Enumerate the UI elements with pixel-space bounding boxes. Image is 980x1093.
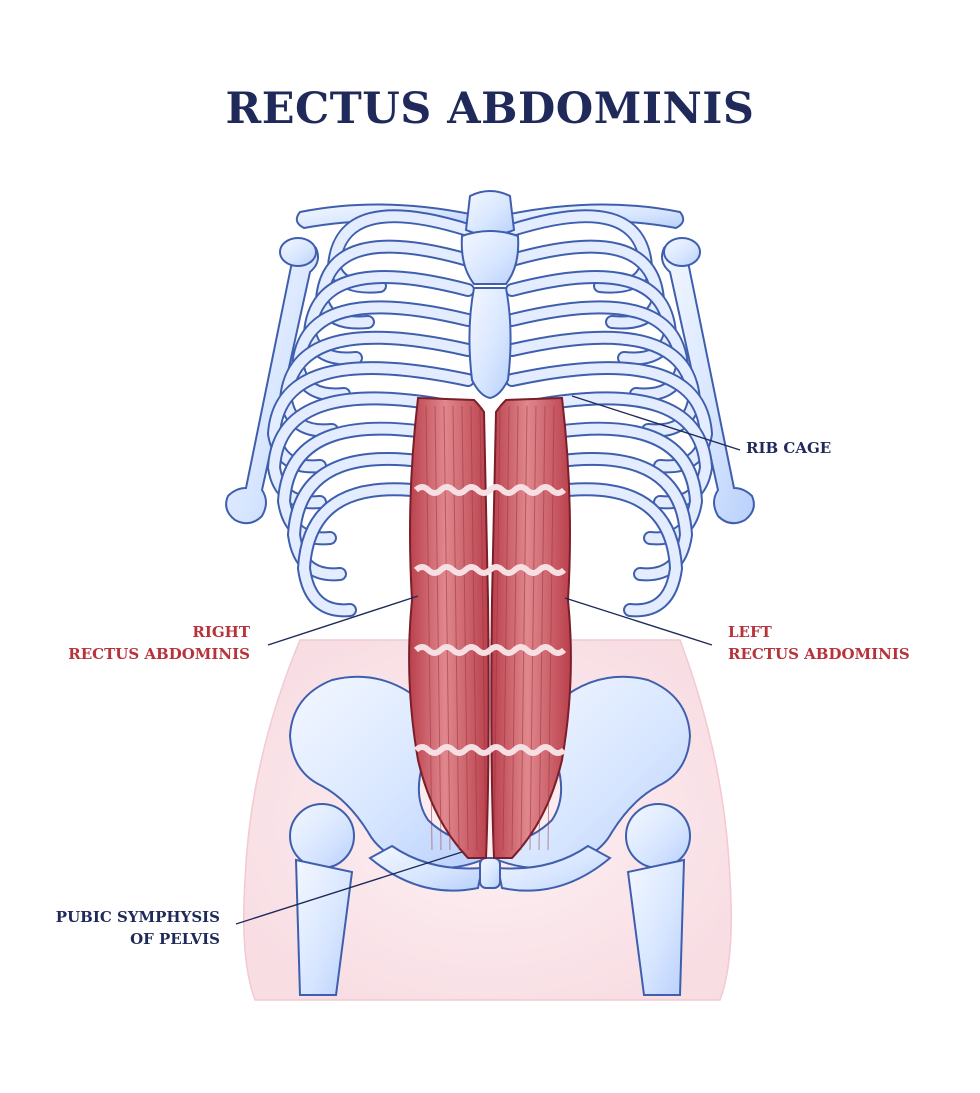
tendinous-intersection xyxy=(413,644,493,656)
rib-l-4-fill xyxy=(292,302,473,400)
muscle-fiber-line xyxy=(547,405,555,851)
rib-cage xyxy=(266,209,714,618)
muscle-fiber-line xyxy=(479,405,487,851)
tendinous-intersection xyxy=(413,564,493,576)
left-humerus xyxy=(225,237,319,525)
muscle-fibers xyxy=(425,405,555,851)
tendinous-intersection xyxy=(487,564,567,576)
muscle-fiber-line xyxy=(425,405,433,851)
rib-r-3-fill xyxy=(507,272,676,364)
tendinous-intersection xyxy=(487,644,567,656)
tendinous-intersections xyxy=(413,484,567,756)
left-rectus-label-line2: RECTUS ABDOMINIS xyxy=(728,645,910,663)
muscle-fiber-line xyxy=(538,405,546,851)
muscle-fiber-line xyxy=(461,405,469,851)
left-rectus-leader-line xyxy=(564,597,713,646)
right-rectus-leader-line xyxy=(267,595,419,646)
muscle-fiber-line xyxy=(493,405,501,851)
rib-r-5-fill xyxy=(507,332,700,436)
pubic-symphysis-label-line2: OF PELVIS xyxy=(130,930,220,948)
pubic-symphysis-label-line1: PUBIC SYMPHYSIS xyxy=(55,908,220,926)
muscle-fiber-line xyxy=(452,405,460,851)
rib-cage-label-text: RIB CAGE xyxy=(746,439,832,457)
tendinous-intersection xyxy=(413,484,493,496)
page-title: RECTUS ABDOMINIS xyxy=(225,84,755,134)
rib-r-4-fill xyxy=(507,302,688,400)
muscle-fiber-line xyxy=(443,405,451,851)
muscle-fiber-line xyxy=(529,405,537,851)
left-femur xyxy=(289,803,355,996)
pelvis xyxy=(288,675,692,892)
tendinous-intersection xyxy=(413,744,493,756)
left-rectus-label-line1: LEFT xyxy=(728,623,772,641)
rib-r-10-fill xyxy=(507,484,682,616)
left-rectus-abdominis-muscle xyxy=(490,396,572,859)
rib-l-5-fill xyxy=(280,332,473,436)
rib-r-9-fill xyxy=(507,454,692,580)
muscle-fiber-line xyxy=(502,405,510,851)
muscle-fiber-line xyxy=(470,405,478,851)
right-rectus-label-line2: RECTUS ABDOMINIS xyxy=(68,645,250,663)
rib-r-8-fill xyxy=(507,423,702,544)
sternum xyxy=(460,190,520,400)
rib-cage-leader-line xyxy=(571,395,741,451)
rib-l-3-fill xyxy=(304,272,473,364)
muscle-fiber-line xyxy=(434,405,442,851)
muscle-fiber-line xyxy=(511,405,519,851)
rib-l-10-fill xyxy=(298,484,473,616)
right-rectus-label-line1: RIGHT xyxy=(192,623,250,641)
tendinous-intersection xyxy=(487,744,567,756)
left-rectus-label: LEFT RECTUS ABDOMINIS xyxy=(728,621,910,665)
rib-cage-label: RIB CAGE xyxy=(746,437,831,459)
rib-l-8-fill xyxy=(278,423,473,544)
rib-l-9-fill xyxy=(288,454,473,580)
right-rectus-label: RIGHT RECTUS ABDOMINIS xyxy=(30,621,250,665)
muscle-fiber-line xyxy=(520,405,528,851)
leader-lines xyxy=(235,395,741,925)
right-femur xyxy=(625,803,691,996)
right-rectus-abdominis-muscle xyxy=(408,396,490,859)
tendinous-intersection xyxy=(487,484,567,496)
right-humerus xyxy=(661,237,755,525)
pubic-symphysis-leader-line xyxy=(235,851,463,925)
pubic-symphysis-label: PUBIC SYMPHYSIS OF PELVIS xyxy=(20,906,220,950)
